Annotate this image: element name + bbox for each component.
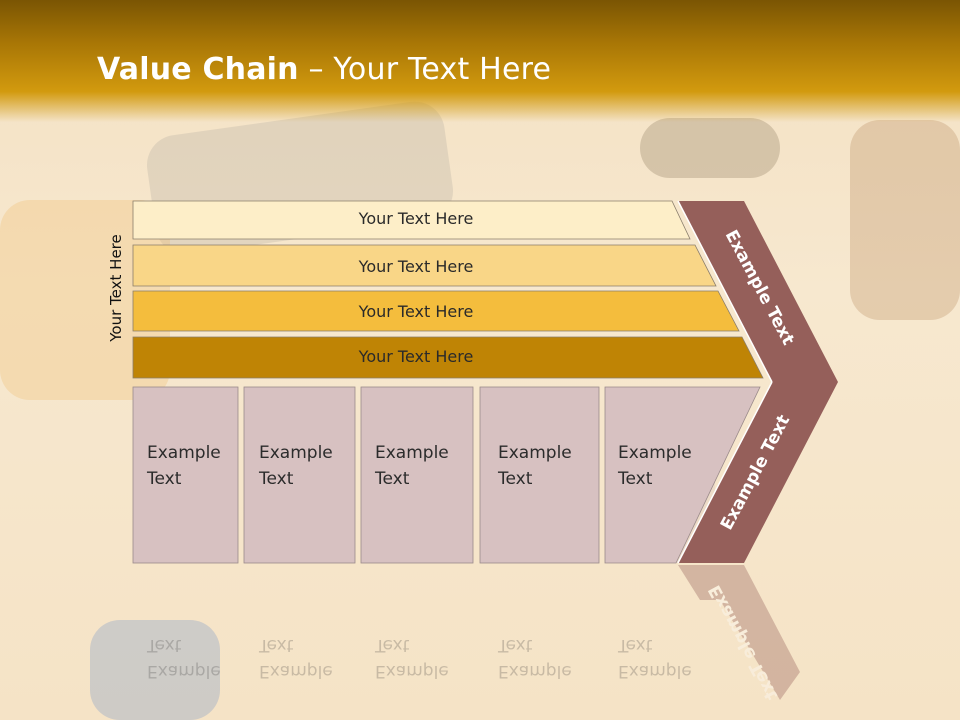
reflection-box-2-text: Text: [258, 635, 294, 655]
reflection-box-4-text: Text: [497, 635, 533, 655]
activity-box-4: [479, 386, 600, 564]
value-bar-3: [132, 290, 740, 332]
activity-box-1: [132, 386, 239, 564]
reflection-box-4-text: Example: [498, 661, 572, 681]
activity-box-2-line1: Example: [259, 443, 333, 463]
activity-box-3-line1: Example: [375, 443, 449, 463]
activity-box-5-line1: Example: [618, 443, 692, 463]
activity-box-4-line2: Text: [497, 469, 533, 489]
slide-title-bold: Value Chain: [97, 52, 299, 87]
reflection-box-3-text: Text: [374, 635, 410, 655]
activity-box-3-line2: Text: [374, 469, 410, 489]
reflection-box-1-text: Text: [146, 635, 182, 655]
background-tool-shape: [850, 120, 960, 320]
chevron-reflection-shape: [678, 565, 800, 700]
reflection-box-5-text: Text: [617, 635, 653, 655]
value-bar-1-label: Your Text Here: [358, 209, 474, 228]
activity-box-1-line2: Text: [146, 469, 182, 489]
chevron-reflection: Example Text: [678, 565, 800, 703]
activity-box-4-line1: Example: [498, 443, 572, 463]
activity-box-1-line1: Example: [147, 443, 221, 463]
activity-box-5: [604, 386, 761, 564]
reflection-box-3-text: Example: [375, 661, 449, 681]
chevron-divider: [677, 381, 773, 564]
box-text-reflections: Text Example Text Example Text Example T…: [146, 635, 692, 681]
chevron-arrow: [678, 201, 838, 563]
reflection-box-2-text: Example: [259, 661, 333, 681]
title-banner: [0, 0, 960, 122]
activity-box-2-line2: Text: [258, 469, 294, 489]
slide-title-rest: – Your Text Here: [298, 52, 552, 87]
value-bar-1: [132, 200, 691, 240]
reflection-box-1-text: Example: [147, 661, 221, 681]
value-bar-4: [132, 336, 764, 379]
activity-box-5-line2: Text: [617, 469, 653, 489]
value-bar-3-label: Your Text Here: [358, 302, 474, 321]
slide-title: Value Chain – Your Text Here: [97, 52, 551, 87]
value-bar-2: [132, 244, 717, 287]
reflection-box-5-text: Example: [618, 661, 692, 681]
activity-box-3: [360, 386, 474, 564]
activity-box-2: [243, 386, 356, 564]
value-bar-4-label: Your Text Here: [358, 347, 474, 366]
value-bar-2-label: Your Text Here: [358, 257, 474, 276]
background-tool-shape: [90, 620, 220, 720]
chevron-divider: [677, 200, 773, 383]
background-tool-shape: [640, 118, 780, 178]
